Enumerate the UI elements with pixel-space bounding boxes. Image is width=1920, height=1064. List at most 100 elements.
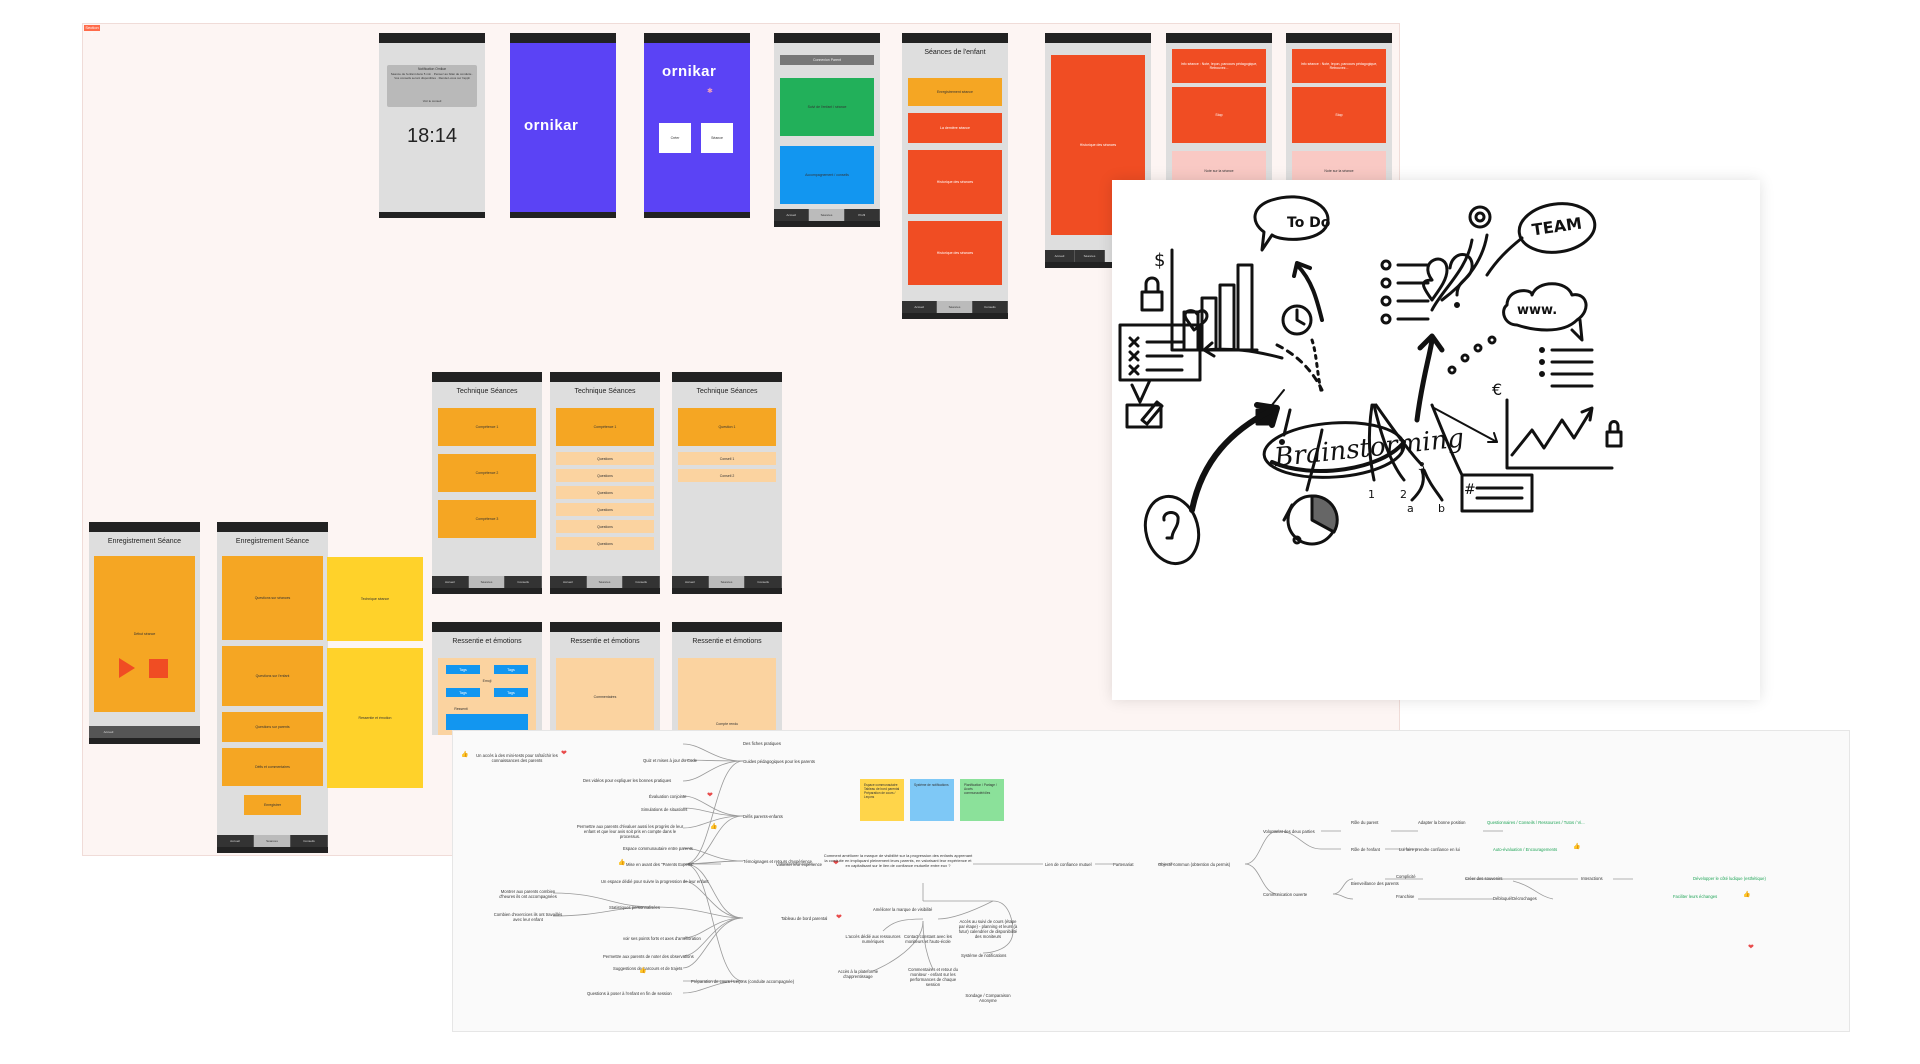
comments-block[interactable]: Commentaires xyxy=(556,658,654,735)
leaf-node[interactable]: Franchise xyxy=(1396,894,1415,899)
leaf-node[interactable]: Questions à poser à l'enfant en fin de s… xyxy=(587,991,672,996)
question-block[interactable]: Défis et commentaires xyxy=(222,748,323,786)
leaf-node[interactable]: Interactions xyxy=(1581,876,1603,881)
competence-item[interactable]: Compétence 1 xyxy=(438,408,536,446)
leaf-node[interactable]: Commentaires et retour du moniteur - enf… xyxy=(908,967,958,987)
tab-tips[interactable]: Conseils xyxy=(291,835,328,847)
leaf-node[interactable]: Un accès à des mini-tests pour rafraîchi… xyxy=(476,753,558,763)
branch-node[interactable]: Tableau de bord parental xyxy=(781,916,828,921)
leaf-node[interactable]: Débloqué/Décrochages xyxy=(1493,896,1537,901)
tab-sessions[interactable]: Séances xyxy=(708,576,746,588)
tab-home[interactable]: Accueil xyxy=(774,209,810,221)
leaf-node[interactable]: Statistiques personnalisées xyxy=(609,905,660,910)
question-item[interactable]: Questions xyxy=(556,537,654,550)
tab-sessions[interactable]: Séances xyxy=(937,301,973,313)
question-item[interactable]: Questions xyxy=(556,520,654,533)
question-block[interactable]: Questions sur l'enfant xyxy=(222,646,323,706)
sticky-note-green[interactable]: Planification / Partage / Accès communau… xyxy=(960,779,1004,821)
notification-action[interactable]: Voir le conseil xyxy=(422,99,442,103)
question-item[interactable]: Questions xyxy=(556,452,654,465)
branch-node[interactable]: Lien de confiance mutuel xyxy=(1045,862,1092,867)
branch-node[interactable]: Objectif commun (obtention du permis) xyxy=(1158,862,1231,867)
leaf-node[interactable]: Développer le côté ludique (esthétique) xyxy=(1693,876,1766,881)
branch-node[interactable]: Préparation de cours / Leçons (conduite … xyxy=(691,979,795,984)
leaf-node[interactable]: Montrer aux parents combien d'heures ils… xyxy=(499,889,557,899)
session-item[interactable]: La dernière séance xyxy=(908,113,1002,143)
session-item[interactable]: Enregistrement séance xyxy=(908,78,1002,106)
question-item[interactable]: Questions xyxy=(556,469,654,482)
leaf-node[interactable]: Des fiches pratiques xyxy=(743,741,781,746)
tab-home[interactable]: Accueil xyxy=(432,576,469,588)
branch-node[interactable]: Guides pédagogiques pour les parents xyxy=(743,759,815,764)
leaf-node[interactable]: Contact constant avec les moniteurs et l… xyxy=(904,934,952,944)
leaf-node[interactable]: Questionnaires / Conseils / Ressources /… xyxy=(1487,820,1585,825)
session-start-block[interactable]: Début séance xyxy=(94,556,195,712)
session-item[interactable]: Historique des séances xyxy=(908,221,1002,285)
tag-chip[interactable]: Tags xyxy=(494,688,528,697)
leaf-node[interactable]: Permettre aux parents d'évaluer aussi le… xyxy=(576,824,684,839)
central-question[interactable]: Comment améliorer la marque de visibilit… xyxy=(823,853,973,868)
tab-home[interactable]: Accueil xyxy=(217,835,254,847)
leaf-node[interactable]: Sondage / Comparaison Anonyme xyxy=(965,993,1011,1003)
sticky-note-yellow[interactable]: Espace communautaire Tableau de bord par… xyxy=(860,779,904,821)
tip-item[interactable]: Conseil 1 xyxy=(678,452,776,465)
parent-login-button[interactable]: Connexion Parent xyxy=(780,55,874,65)
branch-node[interactable]: Volontariat des deux parties xyxy=(1263,829,1315,834)
leaf-node[interactable]: Un espace dédié pour suivre la progressi… xyxy=(601,879,709,884)
stop-button[interactable]: Stop xyxy=(1172,87,1266,143)
tab-home[interactable]: Accueil xyxy=(902,301,938,313)
competence-item[interactable]: Compétence 2 xyxy=(438,454,536,492)
branch-node[interactable]: Partenariat xyxy=(1113,862,1134,867)
branch-node[interactable]: Rôle de l'enfant xyxy=(1351,847,1380,852)
leaf-node[interactable]: Lui faire prendre confiance en lui xyxy=(1399,847,1460,852)
sticky-note[interactable]: Technique séance xyxy=(327,557,423,641)
leaf-node[interactable]: Créer des souvenirs xyxy=(1465,876,1503,881)
child-tracking-block[interactable]: Suivi de l'enfant / séance xyxy=(780,78,874,136)
tab-home[interactable]: Accueil xyxy=(672,576,709,588)
leaf-node[interactable]: Suggestions de parcours et de trajets xyxy=(613,966,683,971)
branch-node[interactable]: Communication ouverte xyxy=(1263,892,1308,897)
tag-chip[interactable]: Tags xyxy=(446,688,480,697)
tab-sessions[interactable]: Séances xyxy=(468,576,506,588)
question-block[interactable]: Questions sur parents xyxy=(222,712,323,742)
leaf-node[interactable]: voir ses points forts et axes d'améliora… xyxy=(623,936,701,941)
play-icon[interactable] xyxy=(119,658,135,678)
tab-sessions[interactable]: Séances xyxy=(254,835,291,847)
question-item[interactable]: Questions xyxy=(556,486,654,499)
branch-node[interactable]: Témoignages et retours d'expérience xyxy=(743,859,813,864)
leaf-node[interactable]: Système de notifications xyxy=(961,953,1007,958)
leaf-node[interactable]: Simulations de situations xyxy=(641,807,688,812)
leaf-node[interactable]: Accès à la plateforme d'apprentissage xyxy=(837,969,879,979)
tab-tips[interactable]: Conseils xyxy=(745,576,782,588)
tab-profile[interactable]: Profil xyxy=(845,209,880,221)
session-button[interactable]: Séance xyxy=(701,123,733,153)
notification-card[interactable]: Notification Ornikar Séance de l'enfant … xyxy=(387,65,477,107)
question-item[interactable]: Questions xyxy=(556,503,654,516)
tip-item[interactable]: Conseil 2 xyxy=(678,469,776,482)
leaf-node[interactable]: Mise en avant des "Parents Experts" xyxy=(626,862,694,867)
tab-home[interactable]: Accueil xyxy=(550,576,587,588)
tab-home[interactable]: Accueil xyxy=(1045,250,1075,262)
tab-tips[interactable]: Conseils xyxy=(623,576,660,588)
branch-node[interactable]: Bienveillance des parents xyxy=(1351,881,1399,886)
create-button[interactable]: Créer xyxy=(659,123,691,153)
tag-chip[interactable]: Tags xyxy=(446,665,480,674)
tab-sessions[interactable]: Séances xyxy=(809,209,845,221)
competence-item[interactable]: Compétence 3 xyxy=(438,500,536,538)
session-item[interactable]: Historique des séances xyxy=(908,150,1002,214)
branch-node[interactable]: Améliorer la marque de visibilité xyxy=(873,907,933,912)
guidance-block[interactable]: Accompagnement / conseils xyxy=(780,146,874,204)
tab-sessions[interactable]: Séances xyxy=(586,576,624,588)
stop-button[interactable]: Stop xyxy=(1292,87,1386,143)
leaf-node[interactable]: L'accès dédié aux ressources numériques xyxy=(845,934,901,944)
leaf-node[interactable]: Faciliter leurs échanges xyxy=(1673,894,1718,899)
leaf-node[interactable]: Permettre aux parents de noter des obser… xyxy=(603,954,694,959)
feeling-slider[interactable] xyxy=(446,714,528,730)
leaf-node[interactable]: Espace communautaire entre parents xyxy=(623,846,693,851)
tag-chip[interactable]: Tags xyxy=(494,665,528,674)
question-block[interactable]: Questions sur séances xyxy=(222,556,323,640)
save-button[interactable]: Enregistrer xyxy=(244,795,301,815)
leaf-node[interactable]: Auto-évaluation / Encouragements xyxy=(1493,847,1558,852)
root-node[interactable]: Valoriser leur expérience xyxy=(776,862,823,867)
sticky-note-blue[interactable]: Système de notifications xyxy=(910,779,954,821)
